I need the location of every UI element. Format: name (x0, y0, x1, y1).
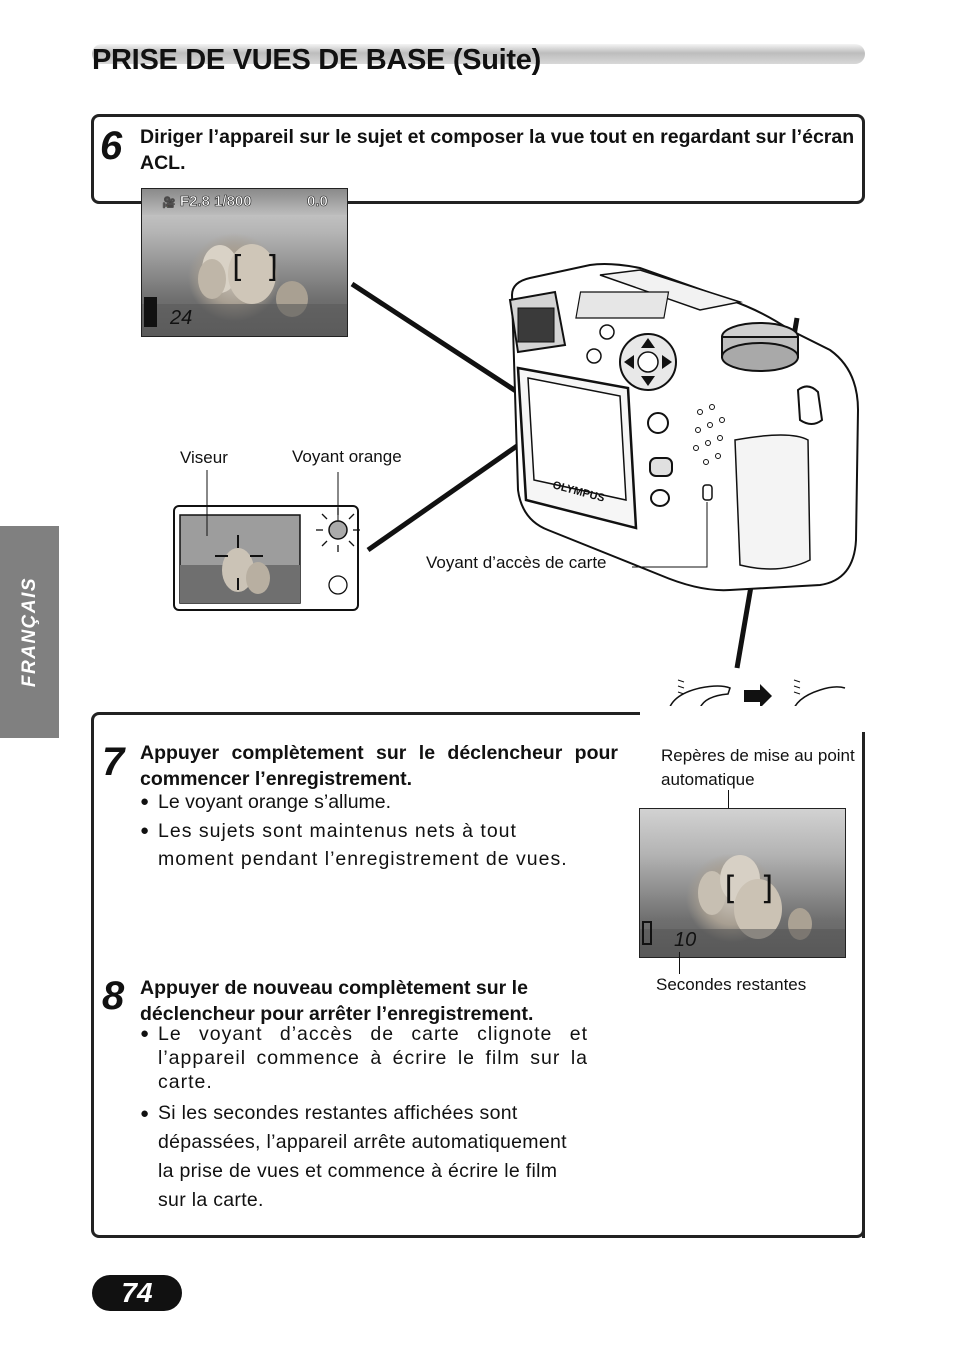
battery-icon (642, 921, 652, 945)
movie-mode-icon: 🎥 (162, 197, 176, 210)
lcd-seconds-remaining: 24 (170, 307, 193, 329)
step-7-bullet-2-text: Les sujets sont maintenus nets à tout mo… (158, 820, 568, 870)
lion-photo: [ ] (142, 244, 347, 336)
lcd-shutter: 1/800 (214, 193, 252, 211)
svg-text:[ ]: [ ] (720, 869, 778, 907)
step-8-number: 8 (102, 974, 125, 1018)
step-8-bullet-2: ● Si les secondes restantes affichées son… (140, 1099, 588, 1215)
label-voyant-orange: Voyant orange (292, 447, 402, 466)
title-bar (92, 44, 865, 64)
step-7-bullet-1: ● Le voyant orange s’allume. (140, 788, 588, 816)
step-8-bullet-2-text: Si les secondes restantes affichées sont… (158, 1102, 567, 1211)
label-af-marks: Repères de mise au point automatique (661, 746, 855, 789)
lcd-settings: 🎥 F2.8 1/800 (162, 193, 252, 211)
step-6-heading: Diriger l’appareil sur le sujet et compo… (140, 126, 855, 174)
lcd-seconds-remaining-2: 10 (674, 929, 697, 951)
callout-seconds-line (679, 952, 680, 974)
box-right-edge (862, 732, 865, 1238)
page-number-pill (92, 1275, 182, 1311)
step-8-bullet-1-text: Le voyant d’accès de carte clignote et l… (158, 1023, 588, 1093)
step-8-heading: Appuyer de nouveau complètement sur le d… (140, 977, 534, 1025)
bullet-icon: ● (140, 793, 150, 810)
bullet-icon: ● (140, 1025, 151, 1042)
page-title: PRISE DE VUES DE BASE (Suite) (92, 44, 541, 76)
battery-bar (144, 297, 157, 327)
bullet-icon: ● (140, 822, 151, 839)
lcd-preview-step6: 🎥 F2.8 1/800 0.0 [ ] 24 (141, 188, 348, 337)
svg-text:[ ]: [ ] (228, 250, 282, 285)
step-7-heading: Appuyer complètement sur le déclencheur … (140, 742, 618, 790)
label-viseur: Viseur (180, 448, 228, 467)
step-7-bullet-2: ● Les sujets sont maintenus nets à tout m… (140, 817, 588, 873)
step-7-number: 7 (102, 740, 125, 784)
label-secondes-restantes: Secondes restantes (656, 975, 807, 994)
language-tab (0, 526, 59, 738)
step-7-bullet-1-text: Le voyant orange s’allume. (158, 791, 392, 813)
label-voyant-acces-carte: Voyant d’accès de carte (426, 553, 607, 572)
box-border-gap (640, 706, 868, 732)
step-6-number: 6 (100, 124, 123, 168)
lion-photo-2: [ ] (640, 855, 845, 957)
lcd-exposure: 0.0 (307, 193, 328, 211)
lcd-aperture: F2.8 (179, 193, 211, 211)
bullet-icon: ● (140, 1105, 150, 1122)
step-6-box (91, 114, 865, 204)
page-number: 74 (121, 1277, 153, 1308)
lcd-preview-step7: [ ] 10 (639, 808, 846, 958)
lcd-info-bar (142, 189, 347, 215)
step-8-bullet-1: ● Le voyant d’accès de carte clignote et … (140, 1022, 588, 1094)
